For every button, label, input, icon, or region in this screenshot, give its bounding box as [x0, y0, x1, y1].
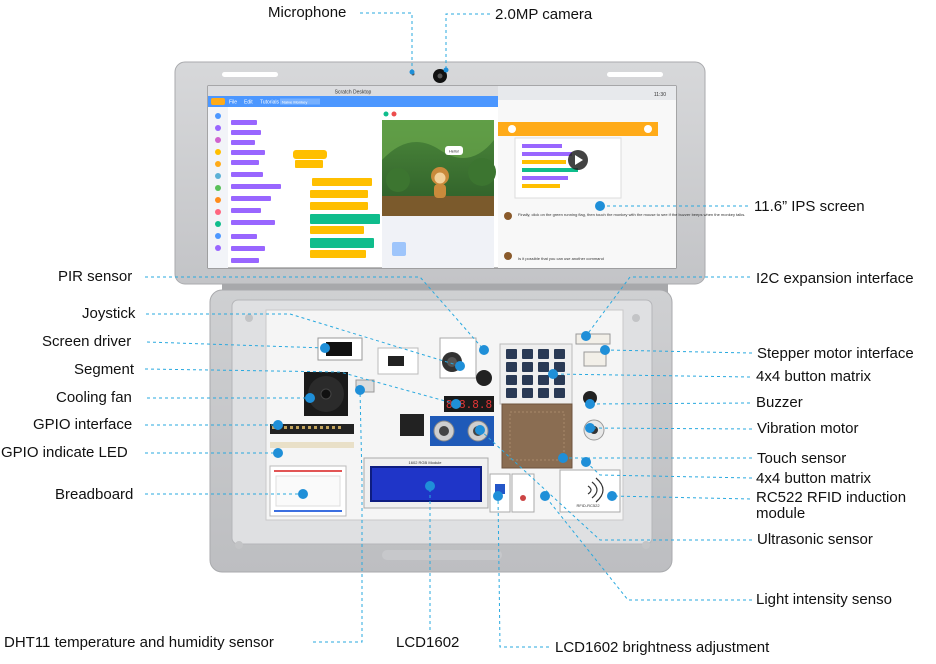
leader-lines	[144, 12, 753, 648]
label-gpio-interface: GPIO interface	[33, 416, 133, 433]
leader-matrix-2	[585, 461, 753, 479]
leader-joystick	[146, 313, 461, 367]
gpio-led-strip	[270, 442, 354, 448]
pir-sensor	[476, 370, 492, 386]
label-breadboard: Breadboard	[55, 486, 134, 503]
label-camera: 2.0MP camera	[495, 6, 593, 23]
lesson-text-2: Is it possible that you can use another …	[518, 256, 604, 261]
clock: 11:30	[654, 92, 666, 98]
label-lcd-brightness: LCD1602 brightness adjustment	[555, 639, 770, 656]
label-dht11: DHT11 temperature and humidity sensor	[4, 634, 274, 651]
label-button-matrix-1: 4x4 button matrix	[756, 368, 872, 385]
board-components: 8.8.8.8 RFID-RC522	[269, 333, 621, 517]
label-joystick: Joystick	[82, 305, 136, 322]
label-buzzer: Buzzer	[756, 394, 803, 411]
leader-stepper	[604, 349, 753, 354]
label-microphone: Microphone	[268, 4, 347, 21]
rfid-label: RFID-RC522	[576, 503, 600, 508]
leader-dht11	[313, 389, 363, 643]
label-pir-sensor: PIR sensor	[58, 268, 133, 285]
leader-camera	[445, 13, 490, 70]
block-palette	[231, 120, 281, 263]
label-ultrasonic: Ultrasonic sensor	[757, 531, 873, 548]
screen-window-title: Scratch Desktop	[335, 90, 372, 96]
menu-file[interactable]: File	[229, 100, 237, 106]
project-name: Naive Monkey	[282, 100, 307, 105]
leader-rc522	[611, 495, 751, 500]
category-dots	[215, 113, 221, 251]
menu-edit[interactable]: Edit	[244, 100, 253, 106]
label-i2c: I2C expansion interface	[756, 270, 914, 287]
label-vibration-motor: Vibration motor	[757, 420, 859, 437]
rfid-module	[559, 469, 621, 513]
leader-pir	[145, 276, 485, 351]
lcd1602	[370, 466, 482, 502]
gpio-header	[270, 424, 354, 434]
label-screen-driver: Screen driver	[42, 333, 132, 350]
leader-ultrasonic	[479, 429, 752, 541]
label-segment: Segment	[74, 361, 135, 378]
speech-bubble: Hello!	[449, 149, 459, 154]
leader-light	[544, 495, 752, 601]
script-blocks	[293, 150, 380, 258]
label-ips-screen: 11.6” IPS screen	[754, 198, 865, 215]
label-gpio-led: GPIO indicate LED	[1, 444, 128, 461]
callout-dots	[273, 67, 617, 501]
label-button-matrix-2: 4x4 button matrix	[756, 470, 872, 487]
leader-i2c	[585, 276, 750, 337]
label-touch-sensor: Touch sensor	[757, 450, 847, 467]
label-cooling-fan: Cooling fan	[56, 389, 132, 406]
leader-matrix-1	[552, 373, 751, 378]
leader-lcd-brightness	[497, 495, 549, 648]
leader-buzzer	[589, 402, 751, 405]
lcd-module-label: 1602 RGB Module	[409, 460, 443, 465]
leader-microphone	[360, 12, 413, 72]
label-stepper: Stepper motor interface	[757, 345, 914, 362]
label-light-sensor: Light intensity senso	[756, 591, 892, 608]
label-lcd1602: LCD1602	[396, 634, 460, 651]
ips-screen: Scratch Desktop File Edit Tutorials Naiv…	[207, 85, 745, 269]
lesson-text-1: Finally, click on the green running flag…	[518, 212, 745, 217]
monkey-sprite	[431, 167, 449, 198]
menu-tutorials[interactable]: Tutorials	[260, 100, 279, 106]
label-rc522: RC522 RFID induction module	[756, 489, 907, 522]
